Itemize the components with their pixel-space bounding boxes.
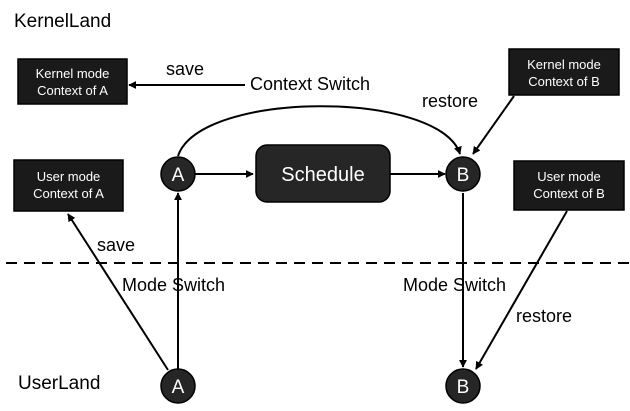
restore-user-arrow — [475, 210, 568, 370]
kernel-context-a-line1: Kernel mode — [36, 66, 110, 81]
node-b-user: B — [445, 368, 481, 404]
save-user-arrow — [67, 213, 169, 371]
save-user-label: save — [97, 235, 135, 255]
userland-label: UserLand — [18, 373, 100, 394]
node-a-user: A — [160, 368, 196, 404]
user-context-a-box: User mode Context of A — [13, 159, 124, 212]
restore-kernel-label: restore — [422, 91, 478, 111]
user-context-a-line2: Context of A — [33, 186, 104, 201]
context-switch-label: Context Switch — [250, 74, 370, 94]
kernel-context-a-line2: Context of A — [37, 83, 108, 98]
kernel-context-b-line1: Kernel mode — [527, 57, 601, 72]
user-context-b-line1: User mode — [537, 169, 601, 184]
node-a-kernel-label: A — [172, 165, 185, 186]
schedule-label: Schedule — [281, 164, 364, 186]
user-context-b-box: User mode Context of B — [513, 160, 625, 211]
kernel-context-b-line2: Context of B — [528, 74, 600, 89]
kernelland-label: KernelLand — [14, 11, 111, 32]
restore-kernel-arrow — [472, 95, 515, 155]
kernel-context-a-box: Kernel mode Context of A — [17, 58, 128, 105]
user-context-a-line1: User mode — [37, 169, 101, 184]
node-b-kernel-label: B — [457, 165, 470, 186]
node-a-user-label: A — [172, 377, 185, 398]
mode-switch-a-label: Mode Switch — [122, 275, 225, 295]
mode-switch-b-label: Mode Switch — [403, 275, 506, 295]
schedule-box: Schedule — [255, 144, 391, 203]
user-context-b-line2: Context of B — [533, 186, 605, 201]
node-b-user-label: B — [457, 377, 470, 398]
node-a-kernel: A — [160, 156, 196, 192]
restore-user-label: restore — [516, 306, 572, 326]
kernel-context-b-box: Kernel mode Context of B — [508, 48, 620, 96]
node-b-kernel: B — [445, 156, 481, 192]
context-switch-arc — [177, 105, 462, 157]
save-kernel-label: save — [166, 59, 204, 79]
